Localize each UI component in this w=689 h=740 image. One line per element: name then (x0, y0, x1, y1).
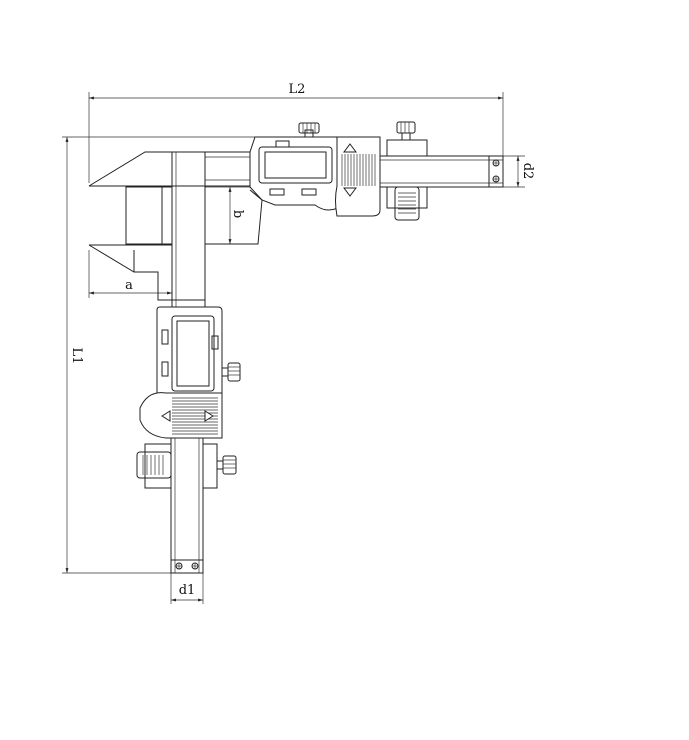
screw-icon (492, 159, 500, 167)
label-b: b (230, 210, 245, 218)
lock-screw-icon (298, 122, 320, 138)
arrow-up-icon (343, 143, 357, 153)
fine-adjust-knob-icon (136, 451, 172, 479)
horizontal-display-head (205, 121, 428, 245)
lock-screw-icon (216, 455, 237, 475)
arrow-left-icon (161, 410, 171, 422)
lock-screw-icon (221, 362, 241, 382)
label-a: a (125, 278, 133, 293)
label-L2: L2 (289, 82, 306, 97)
screw-icon (175, 562, 183, 570)
dimension-d2: d2 (503, 155, 535, 188)
button-icon (211, 335, 219, 350)
thumbwheel-grip (341, 154, 376, 186)
dimension-b: b (205, 186, 250, 245)
label-d2: d2 (520, 163, 535, 180)
lock-screw-icon (396, 121, 416, 141)
horizontal-beam (379, 155, 504, 188)
vertical-display-head (139, 306, 241, 439)
button-icon (275, 140, 290, 148)
fine-adjust-knob-icon (394, 186, 420, 221)
screw-icon (492, 175, 500, 183)
dimension-d1: d1 (170, 573, 204, 604)
arrow-down-icon (343, 187, 357, 197)
button-icon (301, 188, 317, 196)
dimension-L1: L1 (62, 136, 255, 574)
dimension-L2: L2 (88, 82, 504, 183)
vertical-clamp (136, 443, 237, 489)
lower-jaw (88, 244, 172, 301)
button-icon (161, 361, 169, 377)
label-L1: L1 (69, 348, 84, 365)
dimension-a: a (88, 250, 172, 298)
arrow-right-icon (204, 410, 214, 422)
label-d1: d1 (179, 583, 196, 598)
button-icon (269, 188, 285, 196)
button-icon (161, 329, 169, 345)
screw-icon (191, 562, 199, 570)
